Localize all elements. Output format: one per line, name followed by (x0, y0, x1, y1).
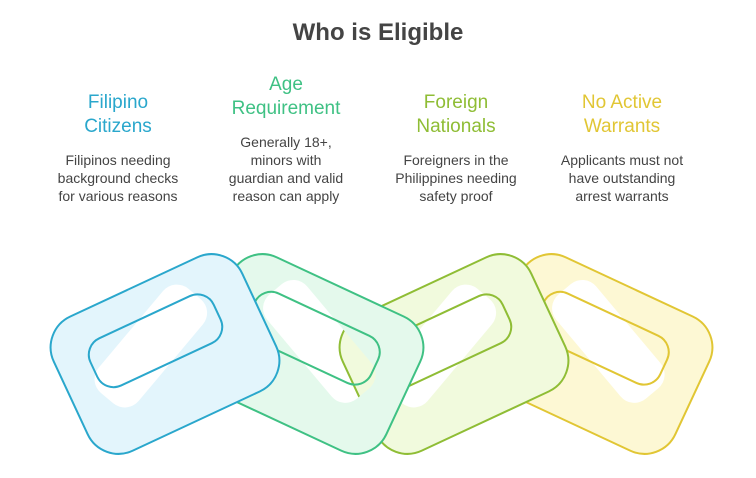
item-description-line: guardian and valid (228, 170, 344, 186)
item-heading-line: Filipino (87, 92, 149, 113)
item-description-line: Filipinos needing (65, 152, 171, 168)
item-description-line: for various reasons (58, 188, 178, 204)
item-age-requirement: Age Requirement Generally 18+, minors wi… (211, 73, 361, 205)
item-description: Foreigners in the Philippines needing sa… (381, 151, 531, 205)
item-description-line: reason can apply (232, 188, 340, 204)
item-description-line: Applicants must not (560, 152, 684, 168)
item-heading: Foreign Nationals (381, 91, 531, 139)
item-heading-line: Warrants (583, 116, 661, 137)
item-description-line: safety proof (419, 188, 493, 204)
item-description-line: background checks (57, 170, 179, 186)
item-heading: Filipino Citizens (43, 91, 193, 139)
item-description-line: arrest warrants (575, 188, 669, 204)
item-filipino-citizens: Filipino Citizens Filipinos needing back… (43, 91, 193, 205)
item-description-line: minors with (250, 152, 322, 168)
item-heading: No Active Warrants (547, 91, 697, 139)
item-description-line: Generally 18+, (240, 134, 332, 150)
item-heading-line: Foreign (423, 92, 489, 113)
item-description: Applicants must not have outstanding arr… (547, 151, 697, 205)
item-description-line: Foreigners in the (403, 152, 509, 168)
item-heading-line: Citizens (84, 116, 152, 137)
item-foreign-nationals: Foreign Nationals Foreigners in the Phil… (381, 91, 531, 205)
diagram-title: Who is Eligible (292, 19, 464, 46)
item-heading-line: Nationals (416, 116, 496, 137)
item-heading-line: No Active (581, 92, 663, 113)
item-heading-line: Age (269, 74, 303, 95)
item-heading: Age Requirement (211, 73, 361, 121)
item-description: Generally 18+, minors with guardian and … (211, 133, 361, 205)
chain-link-blue (49, 253, 281, 455)
item-description: Filipinos needing background checks for … (43, 151, 193, 205)
item-heading-line: Requirement (231, 98, 341, 119)
item-description-line: Philippines needing (395, 170, 517, 186)
item-description-line: have outstanding (568, 170, 676, 186)
item-no-active-warrants: No Active Warrants Applicants must not h… (547, 91, 697, 205)
